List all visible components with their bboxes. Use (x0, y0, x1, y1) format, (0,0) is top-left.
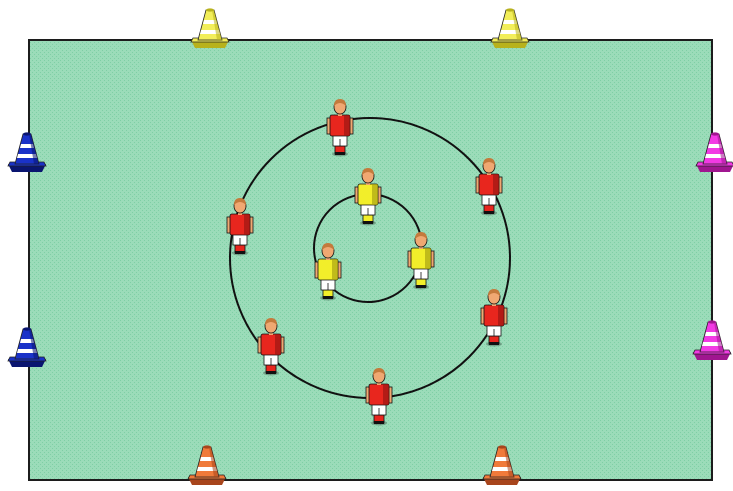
yellow-cone-icon (491, 8, 529, 48)
yellow-cone-icon (191, 8, 229, 48)
pitch-field (29, 40, 712, 480)
